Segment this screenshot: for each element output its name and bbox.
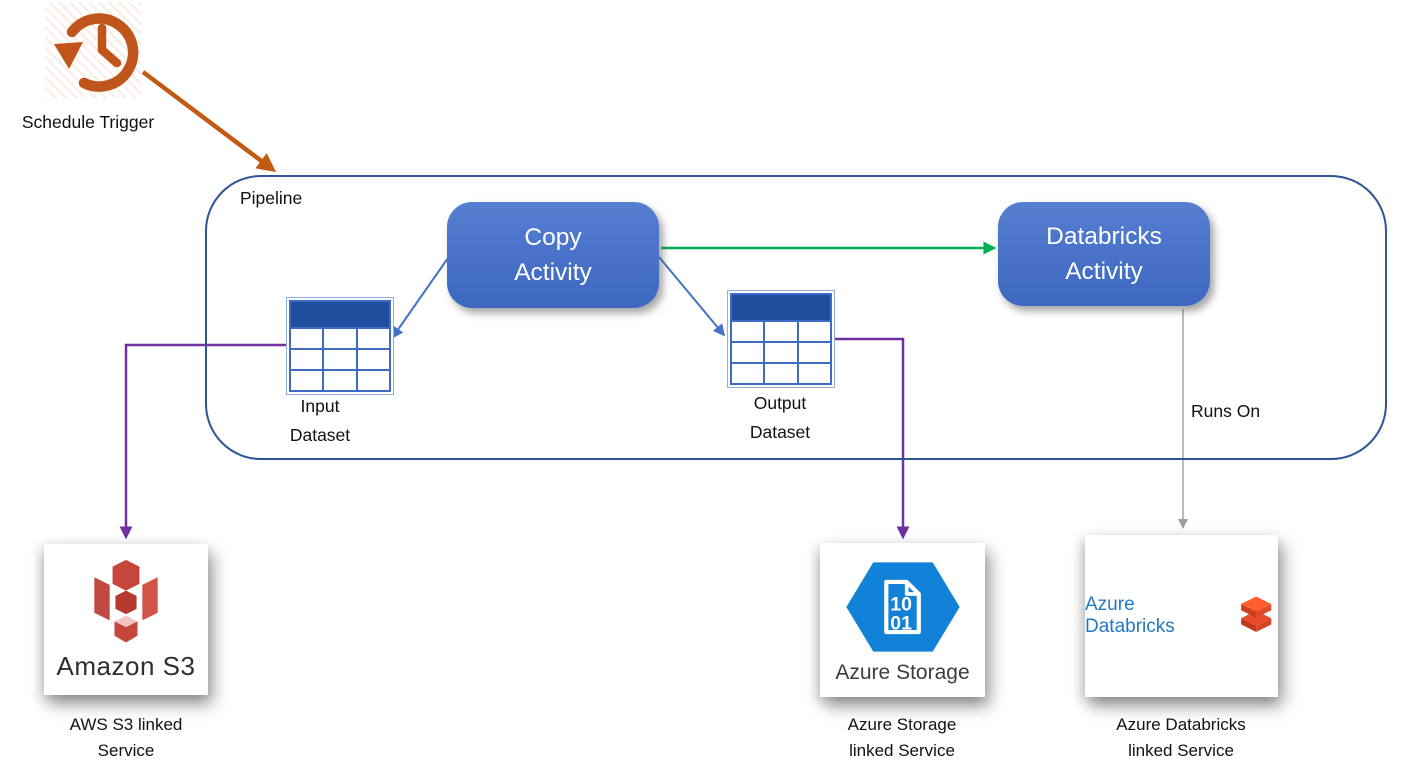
- input-dataset-icon: [286, 297, 394, 395]
- databricks-service-label: Azure Databricks linked Service: [1116, 715, 1246, 760]
- copy-activity-node: Copy Activity: [447, 202, 659, 308]
- databricks-service-card: Azure Databricks: [1085, 535, 1278, 697]
- storage-hexagon-icon: 10 01: [845, 562, 960, 652]
- storage-service-label: Azure Storage linked Service: [847, 715, 957, 760]
- pipeline-label: Pipeline: [240, 188, 303, 208]
- copy-activity-label: Copy Activity: [514, 224, 592, 286]
- s3-logo-icon: [94, 559, 158, 642]
- schedule-trigger-node: [45, 2, 141, 98]
- storage-logo-text: Azure Storage: [835, 661, 970, 684]
- databricks-activity-label: Databricks Activity: [1046, 223, 1162, 285]
- s3-logo-text: Amazon S3: [56, 650, 196, 681]
- s3-service-label: AWS S3 linked Service: [69, 715, 183, 760]
- schedule-trigger-icon: [54, 13, 139, 92]
- input-dataset-label: Input Dataset: [289, 396, 351, 445]
- output-dataset-label: Output Dataset: [749, 393, 811, 442]
- databricks-activity-node: Databricks Activity: [998, 202, 1210, 306]
- runs-on-label: Runs On: [1191, 401, 1261, 421]
- databricks-logo-text: Azure Databricks: [1085, 594, 1175, 637]
- storage-doc-digits-bottom: 01: [890, 612, 912, 634]
- schedule-trigger-label: Schedule Trigger: [21, 112, 155, 132]
- databricks-logo-icon: [1240, 596, 1271, 632]
- s3-service-card: Amazon S3: [44, 544, 208, 695]
- storage-doc-digits-top: 10: [890, 594, 912, 616]
- output-dataset-icon: [727, 290, 835, 388]
- pipeline-container: Pipeline: [205, 175, 1387, 460]
- storage-service-card: 10 01 Azure Storage: [820, 543, 985, 697]
